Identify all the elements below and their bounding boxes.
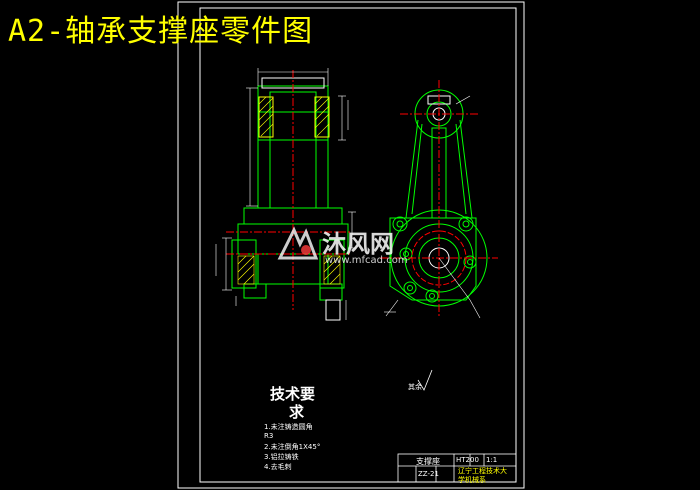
drawing-title: A2-轴承支撑座零件图 <box>8 14 314 49</box>
requirement-item-1-cont: R3 <box>264 432 274 440</box>
roughness-label: 其余 <box>408 383 422 391</box>
watermark-logo-icon <box>277 226 319 260</box>
side-view <box>380 80 498 319</box>
part-name: 支撑座 <box>416 457 440 466</box>
roughness-symbol <box>417 369 433 391</box>
requirement-item-3: 3.铝拉铸铁 <box>264 453 299 461</box>
inner-frame <box>199 7 517 483</box>
watermark-url: www.mfcad.com <box>325 255 408 266</box>
outer-frame <box>177 1 525 489</box>
company-name: 辽宁工程技术大 <box>458 467 507 475</box>
requirement-item-4: 4.去毛刺 <box>264 463 292 471</box>
watermark-text: 沐风网 <box>322 230 394 258</box>
front-view <box>215 68 356 321</box>
requirement-item-1: 1.未注铸造圆角 <box>264 423 313 431</box>
requirements-heading-2: 求 <box>289 403 305 421</box>
title-block <box>397 453 517 483</box>
requirements-heading: 技术要 <box>270 385 316 403</box>
material: HT200 <box>456 456 479 464</box>
department-name: 学机械系 <box>458 476 486 484</box>
drawing-number: ZZ-21 <box>418 470 439 478</box>
requirement-item-2: 2.未注倒角1X45° <box>264 443 321 451</box>
scale: 1:1 <box>486 456 498 464</box>
